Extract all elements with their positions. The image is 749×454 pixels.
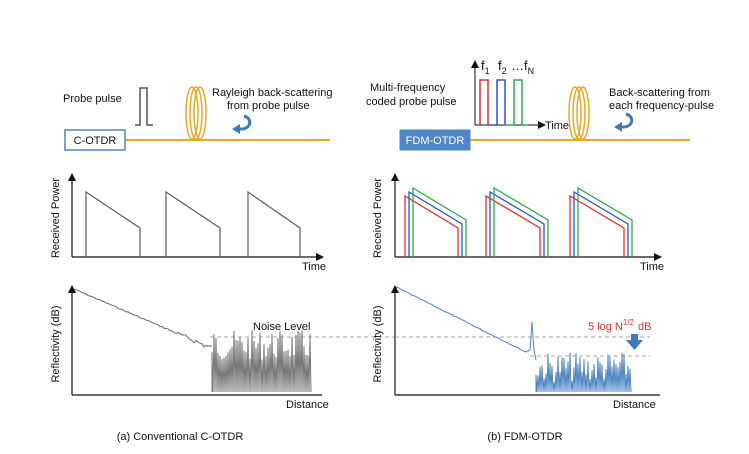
right-power-ylabel: Received Power <box>372 178 384 258</box>
curved-return-arrow-icon <box>232 114 252 134</box>
probe-pulse-label: Probe pulse <box>63 93 122 105</box>
left-refl-ylabel: Reflectivity (dB) <box>50 305 62 382</box>
c-otdr-box <box>64 129 126 151</box>
left-setup: C-OTDR Probe pulse Rayleigh back-scatter… <box>63 86 332 151</box>
backscatter-line1: Back-scattering from <box>609 87 710 99</box>
left-pulse-traces <box>85 190 301 257</box>
right-noise-floor <box>535 352 632 393</box>
left-reflectivity-trace <box>73 288 213 348</box>
fiber-coil-icon <box>185 86 207 140</box>
noise-level-label: Noise Level <box>253 321 310 333</box>
probe-pulse-shape <box>135 87 153 126</box>
left-power-plot: Received Power Time <box>50 173 326 273</box>
right-pulse-1-3 <box>412 186 467 257</box>
rayleigh-scatter-line2: from probe pulse <box>227 100 310 112</box>
rayleigh-scatter-line1: Rayleigh back-scattering <box>212 87 332 99</box>
f1-label: f1 <box>481 58 490 76</box>
left-power-xlabel: Time <box>302 261 326 273</box>
backscatter-line2: each frequency-pulse <box>609 100 714 112</box>
right-refl-ylabel: Reflectivity (dB) <box>372 305 384 382</box>
left-reflectivity-plot: Reflectivity (dB) Distance Noise Level (… <box>50 285 395 443</box>
right-reflectivity-trace <box>395 286 537 361</box>
multi-frequency-line2: coded probe pulse <box>366 96 457 108</box>
right-pulse-traces <box>404 186 633 257</box>
right-pulse-2-2 <box>489 190 545 257</box>
left-pulse-1 <box>85 190 141 257</box>
inset-time-label: Time <box>545 120 569 132</box>
left-pulse-2 <box>165 190 221 257</box>
right-refl-xlabel: Distance <box>613 399 656 411</box>
f2-label: f2 <box>498 58 507 76</box>
right-pulse-1-2 <box>408 190 463 257</box>
c-otdr-label: C-OTDR <box>74 135 117 147</box>
right-pulse-3-1 <box>569 194 625 257</box>
pulse-fN <box>505 79 528 126</box>
down-arrow-icon <box>626 334 643 350</box>
right-pulse-3-3 <box>577 186 633 257</box>
fdm-otdr-box <box>399 129 471 151</box>
fdm-otdr-label: FDM-OTDR <box>406 135 465 147</box>
right-pulse-2-3 <box>493 186 549 257</box>
left-caption: (a) Conventional C-OTDR <box>117 431 244 443</box>
multi-frequency-line1: Multi-frequency <box>370 82 446 94</box>
right-pulse-1-1 <box>404 194 459 257</box>
right-setup: FDM-OTDR Multi-frequency coded probe pul… <box>366 58 714 151</box>
right-pulse-3-2 <box>573 190 629 257</box>
left-noise-floor <box>211 330 312 393</box>
pulse-f2 <box>488 79 506 126</box>
left-power-ylabel: Received Power <box>50 178 62 258</box>
right-caption: (b) FDM-OTDR <box>487 431 562 443</box>
right-power-plot: Received Power Time <box>372 173 664 273</box>
curved-return-arrow-icon <box>614 112 634 132</box>
fiber-coil-icon <box>568 86 590 140</box>
right-power-xlabel: Time <box>640 261 664 273</box>
right-pulse-2-1 <box>485 194 541 257</box>
fN-label: fN <box>524 58 534 76</box>
left-refl-xlabel: Distance <box>286 399 329 411</box>
left-pulse-3 <box>247 190 301 257</box>
ellipsis-label: … <box>511 58 524 73</box>
pulse-f1 <box>477 79 489 126</box>
